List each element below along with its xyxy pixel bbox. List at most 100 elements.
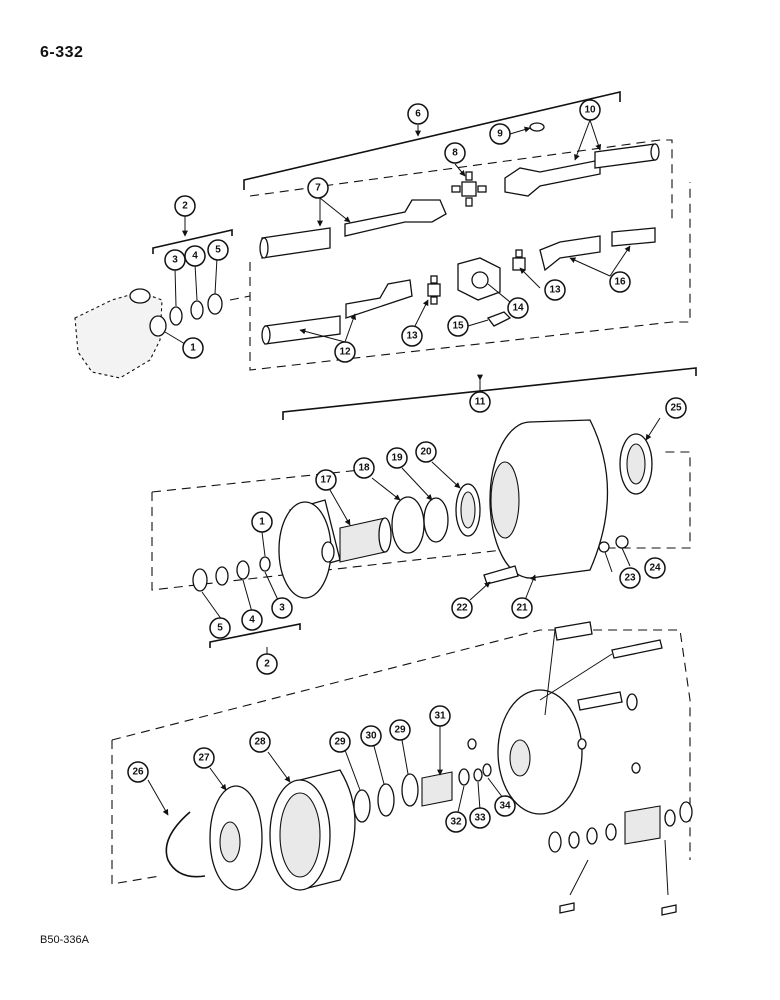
svg-text:6: 6 — [415, 109, 421, 120]
svg-text:29: 29 — [334, 737, 346, 748]
svg-text:18: 18 — [358, 463, 370, 474]
callout-3-middle: 3 — [271, 597, 293, 619]
svg-text:23: 23 — [624, 573, 636, 584]
callout-28: 28 — [249, 731, 271, 753]
svg-text:25: 25 — [670, 403, 682, 414]
callout-34: 34 — [494, 795, 516, 817]
callout-31: 31 — [429, 705, 451, 727]
grease-fitting-top — [529, 122, 545, 132]
assembly-bracket-2-top — [152, 216, 233, 254]
spindle-assembly — [278, 499, 392, 599]
callout-25: 25 — [665, 397, 687, 419]
universal-joint-cross-top — [451, 171, 487, 207]
callout-1-top: 1 — [182, 337, 204, 359]
callout-5-middle: 5 — [209, 617, 231, 639]
outer-axle-shaft — [504, 143, 660, 197]
callout-32: 32 — [445, 811, 467, 833]
svg-text:21: 21 — [516, 603, 528, 614]
wheel-hub-housing — [489, 419, 653, 579]
svg-text:5: 5 — [215, 245, 221, 256]
svg-text:16: 16 — [614, 277, 626, 288]
callout-16: 16 — [609, 271, 631, 293]
svg-text:10: 10 — [584, 105, 596, 116]
svg-text:31: 31 — [434, 711, 446, 722]
double-cardan-shaft-assembly — [261, 227, 656, 345]
callout-4-top: 4 — [184, 245, 206, 267]
svg-text:17: 17 — [320, 475, 332, 486]
svg-text:32: 32 — [450, 817, 462, 828]
callout-22: 22 — [451, 597, 473, 619]
callout-23: 23 — [619, 567, 641, 589]
svg-text:2: 2 — [182, 201, 188, 212]
steering-knuckle-housing — [74, 288, 167, 379]
callout-12: 12 — [334, 341, 356, 363]
callout-2-middle: 2 — [256, 653, 278, 675]
svg-text:14: 14 — [512, 303, 524, 314]
svg-text:7: 7 — [315, 183, 321, 194]
callout-29-right: 29 — [389, 719, 411, 741]
ring-gear-assembly — [165, 769, 356, 891]
svg-text:30: 30 — [365, 731, 377, 742]
callout-29-left: 29 — [329, 731, 351, 753]
callout-6: 6 — [407, 103, 429, 125]
callout-7: 7 — [307, 177, 329, 199]
inner-axle-shaft — [259, 199, 447, 259]
callout-13-left: 13 — [401, 325, 423, 347]
svg-text:4: 4 — [192, 251, 198, 262]
svg-text:24: 24 — [649, 563, 661, 574]
svg-text:22: 22 — [456, 603, 468, 614]
callout-19: 19 — [386, 447, 408, 469]
hub-hardware — [483, 535, 629, 585]
callout-3-top: 3 — [164, 249, 186, 271]
callout-27: 27 — [193, 747, 215, 769]
planet-bearing-stack — [353, 738, 492, 823]
svg-text:26: 26 — [132, 767, 144, 778]
callout-14: 14 — [507, 297, 529, 319]
svg-text:1: 1 — [190, 343, 196, 354]
callout-9: 9 — [489, 123, 511, 145]
callout-4-middle: 4 — [241, 609, 263, 631]
svg-text:9: 9 — [497, 129, 503, 140]
svg-text:4: 4 — [249, 615, 255, 626]
callout-10: 10 — [579, 99, 601, 121]
svg-text:33: 33 — [474, 813, 486, 824]
callout-11: 11 — [469, 391, 491, 413]
callout-30: 30 — [360, 725, 382, 747]
callout-leaders — [147, 119, 661, 816]
callout-13-right: 13 — [544, 279, 566, 301]
callout-26: 26 — [127, 761, 149, 783]
assembly-bracket-11 — [282, 367, 697, 420]
svg-text:15: 15 — [452, 321, 464, 332]
callout-5-top: 5 — [207, 239, 229, 261]
seal-stack-top — [169, 293, 223, 326]
svg-text:13: 13 — [549, 285, 561, 296]
svg-text:1: 1 — [259, 517, 265, 528]
page-number: 6-332 — [40, 44, 84, 61]
callout-2-top: 2 — [174, 195, 196, 217]
callout-24: 24 — [644, 557, 666, 579]
callout-17: 17 — [315, 469, 337, 491]
svg-text:27: 27 — [198, 753, 210, 764]
svg-text:3: 3 — [279, 603, 285, 614]
svg-text:5: 5 — [217, 623, 223, 634]
svg-text:2: 2 — [264, 659, 270, 670]
callout-8: 8 — [444, 142, 466, 164]
callout-15: 15 — [447, 315, 469, 337]
svg-text:3: 3 — [172, 255, 178, 266]
callout-33: 33 — [469, 807, 491, 829]
seal-stack-middle — [192, 556, 271, 592]
svg-text:28: 28 — [254, 737, 266, 748]
callout-1-middle: 1 — [251, 511, 273, 533]
figure-code: B50-336A — [40, 934, 89, 946]
planetary-hub-assembly — [497, 621, 663, 815]
svg-text:11: 11 — [475, 397, 486, 408]
callout-20: 20 — [415, 441, 437, 463]
dashed-boundaries — [111, 139, 691, 885]
planet-gear-stack — [548, 801, 693, 916]
svg-text:8: 8 — [452, 148, 458, 159]
svg-text:34: 34 — [499, 801, 511, 812]
svg-text:13: 13 — [406, 331, 418, 342]
svg-text:20: 20 — [420, 447, 432, 458]
